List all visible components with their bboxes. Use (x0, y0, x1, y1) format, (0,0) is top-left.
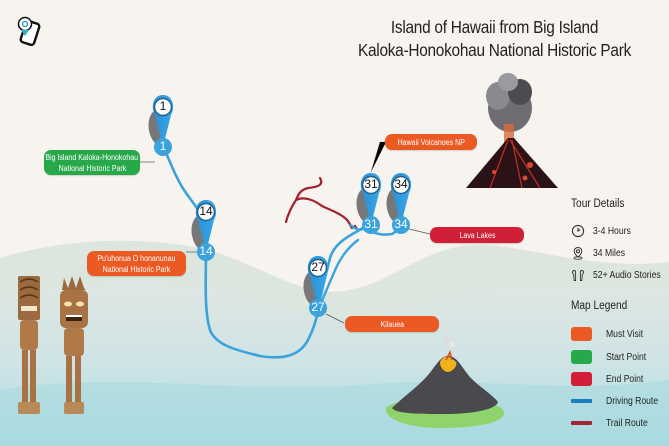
legend-label: Must Visit (606, 328, 644, 340)
legend-item-start-point: Start Point (571, 350, 653, 364)
stop-label-27: Kilauea (380, 319, 404, 329)
distance-text: 34 Miles (593, 247, 626, 259)
stop-label-14-line1: Pu'uhonua O honanunau (97, 253, 176, 263)
map-legend-heading: Map Legend (571, 300, 628, 312)
pin-27 (303, 256, 329, 317)
legend-item-trail-route: Trail Route (571, 416, 655, 430)
title-line-2: Kaloka-Honokohau National Historic Park (357, 40, 632, 60)
pin-14 (191, 200, 217, 261)
pin-1 (148, 95, 174, 156)
stop-label-lava-lakes[interactable]: Lava Lakes (430, 227, 524, 243)
title-line-1: Island of Hawaii from Big Island (390, 17, 599, 37)
stop-label-1-line1: Big Island Kaloka-Honokohau (45, 152, 139, 162)
end-point-swatch (571, 372, 592, 386)
stop-label-34: Lava Lakes (458, 230, 495, 240)
legend-item-end-point: End Point (571, 372, 649, 386)
stop-label-kilauea[interactable]: Kilauea (345, 316, 439, 332)
tiki-statue-right (60, 276, 88, 414)
page-title: Island of Hawaii from Big Island Kaloka-… (341, 16, 648, 62)
driving-route-line (571, 399, 592, 403)
audio-stories-text: 52+ Audio Stories (593, 269, 661, 281)
pin-31 (356, 173, 382, 234)
clock-icon (571, 224, 585, 238)
tour-details-heading: Tour Details (571, 198, 625, 210)
must-visit-swatch (571, 327, 592, 341)
earbuds-icon (572, 270, 584, 281)
pin-34 (386, 173, 412, 234)
start-point-swatch (571, 350, 592, 364)
island-volcano-illustration (385, 336, 505, 428)
legend-label: Start Point (606, 351, 647, 363)
stop-label-volcanoes-np[interactable]: Hawaii Volcanoes NP (385, 134, 477, 150)
legend-item-driving-route: Driving Route (571, 394, 667, 408)
trail-route-line (571, 421, 592, 425)
stop-label-start[interactable]: Big Island Kaloka-Honokohau National His… (44, 150, 140, 175)
duration-text: 3-4 Hours (593, 225, 631, 237)
legend-label: Trail Route (606, 417, 648, 429)
stop-label-14-line2: National Historic Park (102, 264, 171, 274)
stop-label-31: Hawaii Volcanoes NP (397, 137, 465, 147)
tour-detail-audio: 52+ Audio Stories (571, 268, 669, 282)
erupting-volcano-illustration (466, 73, 558, 189)
legend-item-must-visit: Must Visit (571, 327, 649, 341)
stop-label-1-line2: National Historic Park (58, 163, 126, 173)
tour-detail-duration: 3-4 Hours (571, 224, 637, 238)
tiki-statue-left (18, 276, 40, 414)
app-logo-icon (17, 16, 41, 47)
location-pin-icon (573, 246, 583, 260)
legend-label: Driving Route (606, 395, 659, 407)
legend-label: End Point (606, 373, 644, 385)
tour-detail-distance: 34 Miles (571, 246, 630, 260)
stop-label-puuhonua[interactable]: Pu'uhonua O honanunau National Historic … (87, 251, 186, 276)
